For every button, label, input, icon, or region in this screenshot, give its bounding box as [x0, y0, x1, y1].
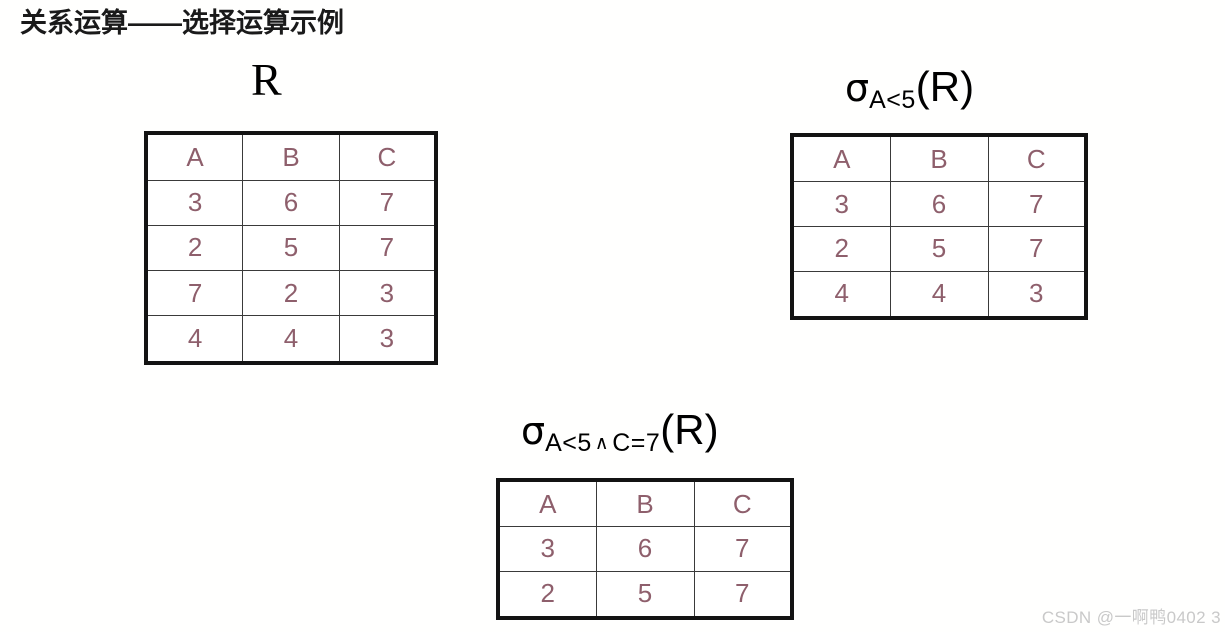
column-header-c: C — [693, 479, 793, 528]
sigma-subscript-right: C=7 — [612, 429, 661, 457]
cell: 6 — [242, 179, 340, 226]
cell: 7 — [987, 181, 1087, 227]
cell: 5 — [595, 570, 695, 619]
table-row: 2 5 7 — [791, 225, 1087, 272]
cell: 7 — [338, 179, 437, 226]
column-header-a: A — [145, 132, 244, 181]
column-header-c: C — [338, 132, 437, 181]
table-relation-r: A B C 3 6 7 2 5 7 7 2 3 4 4 3 — [144, 131, 438, 365]
cell: 7 — [693, 570, 793, 619]
caption-selection-a-lt-5-and-c-eq-7: σA<5∧C=7(R) — [521, 406, 719, 456]
cell: 7 — [693, 526, 793, 572]
cell: 3 — [338, 270, 437, 317]
cell: 4 — [145, 315, 244, 364]
table-row: 3 6 7 — [497, 526, 793, 572]
cell: 7 — [987, 225, 1087, 272]
table-row: 4 4 3 — [145, 315, 437, 364]
table-selection-a-lt-5-and-c-eq-7: A B C 3 6 7 2 5 7 — [496, 478, 794, 620]
cell: 3 — [791, 181, 891, 227]
table-header-row: A B C — [497, 479, 793, 528]
sigma-subscript: A<5 — [869, 86, 916, 114]
cell: 3 — [987, 270, 1087, 319]
table-row: 4 4 3 — [791, 270, 1087, 319]
page-title: 关系运算——选择运算示例 — [20, 8, 344, 38]
cell: 5 — [242, 224, 340, 272]
cell: 2 — [497, 570, 597, 619]
sigma-argument: (R) — [660, 406, 719, 453]
cell: 4 — [889, 270, 989, 319]
cell: 3 — [497, 526, 597, 572]
table-row: 3 6 7 — [145, 179, 437, 226]
cell: 4 — [791, 270, 891, 319]
cell: 3 — [145, 179, 244, 226]
column-header-b: B — [242, 132, 340, 181]
column-header-c: C — [987, 134, 1087, 183]
table-row: 2 5 7 — [145, 224, 437, 272]
column-header-b: B — [889, 134, 989, 183]
sigma-argument: (R) — [915, 63, 975, 110]
wedge-icon: ∧ — [594, 432, 610, 454]
cell: 6 — [889, 181, 989, 227]
cell: 2 — [145, 224, 244, 272]
table-row: 7 2 3 — [145, 270, 437, 317]
cell: 6 — [595, 526, 695, 572]
table-row: 2 5 7 — [497, 570, 793, 619]
csdn-watermark: CSDN @一啊鸭0402 3 — [1041, 608, 1221, 627]
table-header-row: A B C — [791, 134, 1087, 183]
cell: 3 — [338, 315, 437, 364]
table-header-row: A B C — [145, 132, 437, 181]
caption-selection-a-lt-5: σA<5(R) — [845, 63, 975, 113]
column-header-a: A — [791, 134, 891, 183]
cell: 7 — [145, 270, 244, 317]
cell: 4 — [242, 315, 340, 364]
cell: 7 — [338, 224, 437, 272]
table-row: 3 6 7 — [791, 181, 1087, 227]
table-selection-a-lt-5: A B C 3 6 7 2 5 7 4 4 3 — [790, 133, 1088, 320]
sigma-symbol: σ — [845, 66, 870, 110]
sigma-symbol: σ — [521, 409, 546, 453]
sigma-connective: ∧ — [592, 429, 612, 457]
cell: 2 — [242, 270, 340, 317]
caption-relation-r: R — [251, 54, 282, 105]
column-header-a: A — [497, 479, 597, 528]
cell: 2 — [791, 225, 891, 272]
sigma-subscript-left: A<5 — [545, 429, 592, 457]
column-header-b: B — [595, 479, 695, 528]
cell: 5 — [889, 225, 989, 272]
